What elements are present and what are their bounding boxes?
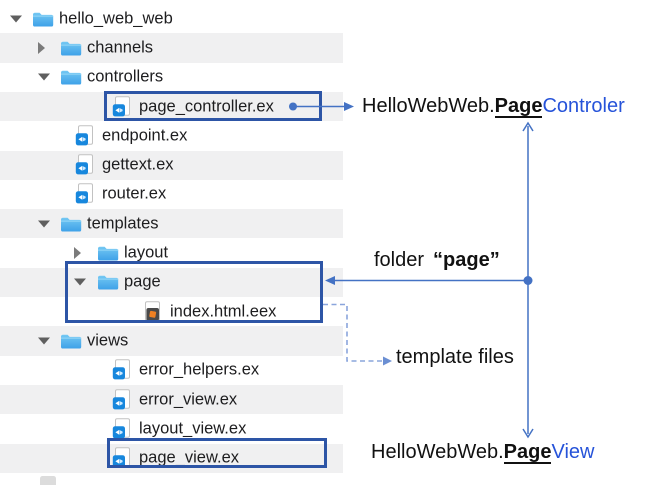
disclosure-triangle-collapsed-icon[interactable] [38, 41, 45, 54]
folder-page-arrow [325, 276, 533, 285]
tree-row-label: views [87, 331, 129, 350]
tree-row-gettext.ex[interactable]: gettext.ex [0, 150, 343, 180]
tree-row-controllers[interactable]: controllers [0, 63, 343, 92]
tree-row-label: page_view.ex [139, 448, 239, 467]
label-hellowebweb-pageview: HelloWebWeb.PageView [371, 441, 594, 464]
label-hellowebweb-pagecontroler: HelloWebWeb.PageControler [362, 95, 625, 118]
label-page-emphasis: Page [494, 95, 543, 118]
elixir-file-icon [75, 125, 94, 147]
html-file-icon [143, 300, 162, 323]
disclosure-triangle-expanded-icon[interactable] [74, 278, 86, 286]
tree-row-label: templates [87, 214, 159, 233]
folder-icon [60, 215, 82, 232]
elixir-file-icon [75, 183, 94, 205]
tree-row-label: layout [124, 243, 169, 262]
file-tree: hello_web_web channels controllers page_… [0, 4, 343, 474]
elixir-file-icon [112, 359, 131, 381]
tree-row-router.ex[interactable]: router.ex [0, 180, 343, 209]
label-folder-page: folder “page” [374, 249, 500, 272]
tree-row-layout_view.ex[interactable]: layout_view.ex [0, 414, 343, 443]
tree-row-label: controllers [87, 67, 164, 86]
label-suffix: View [551, 441, 595, 463]
folder-icon [97, 274, 119, 291]
vertical-double-arrow [522, 121, 534, 439]
folder-icon [60, 39, 82, 56]
tree-row-label: router.ex [102, 184, 167, 203]
tree-row-label: page [124, 272, 161, 291]
tree-row-views[interactable]: views [0, 326, 343, 356]
tree-row-label: gettext.ex [102, 155, 174, 174]
highlight-box-page-controller [104, 91, 322, 121]
tree-row-hello_web_web[interactable]: hello_web_web [0, 4, 343, 33]
tree-row-label: hello_web_web [59, 9, 173, 28]
tree-row-layout[interactable]: layout [0, 238, 343, 267]
tree-row-page_controller.ex[interactable]: page_controller.ex [0, 91, 343, 122]
disclosure-triangle-expanded-icon[interactable] [38, 337, 50, 345]
tree-row-label: endpoint.ex [102, 126, 188, 145]
label-template-files: template files [396, 346, 514, 368]
disclosure-triangle-expanded-icon[interactable] [38, 73, 50, 81]
elixir-file-icon [112, 95, 131, 118]
tree-row-label: layout_view.ex [139, 419, 247, 438]
tree-row-label: channels [87, 38, 154, 57]
label-prefix: HelloWebWeb. [371, 441, 504, 463]
folder-icon [60, 332, 82, 349]
label-folder-page-bold: “page” [433, 249, 500, 271]
highlight-box-page-folder [65, 261, 323, 323]
tree-row-label: page_controller.ex [139, 97, 274, 116]
elixir-file-icon [75, 154, 94, 176]
highlight-box-page-view [107, 438, 327, 468]
elixir-file-icon [112, 388, 131, 411]
tree-row-page[interactable]: page [0, 267, 343, 297]
folder-icon [60, 69, 82, 86]
tree-row-endpoint.ex[interactable]: endpoint.ex [0, 121, 343, 150]
tree-row-error_view.ex[interactable]: error_view.ex [0, 384, 343, 415]
folder-icon [97, 245, 119, 262]
label-suffix: Controler [542, 95, 625, 117]
tree-row-error_helpers.ex[interactable]: error_helpers.ex [0, 356, 343, 385]
tree-row-label: index.html.eex [170, 302, 277, 321]
folder-icon [32, 10, 54, 27]
tree-row-index.html.eex[interactable]: index.html.eex [0, 297, 343, 326]
disclosure-triangle-expanded-icon[interactable] [10, 15, 22, 23]
tree-row-templates[interactable]: templates [0, 209, 343, 239]
partial-folder-icon [40, 476, 56, 485]
disclosure-triangle-expanded-icon[interactable] [38, 220, 50, 228]
elixir-file-icon [112, 418, 131, 440]
label-page-emphasis: Page [503, 441, 552, 464]
label-folder-word: folder [374, 249, 425, 271]
disclosure-triangle-collapsed-icon[interactable] [74, 247, 81, 260]
tree-row-channels[interactable]: channels [0, 33, 343, 63]
label-prefix: HelloWebWeb. [362, 95, 495, 117]
tree-row-label: error_helpers.ex [139, 360, 260, 379]
elixir-file-icon [112, 447, 131, 469]
tree-row-label: error_view.ex [139, 390, 238, 409]
